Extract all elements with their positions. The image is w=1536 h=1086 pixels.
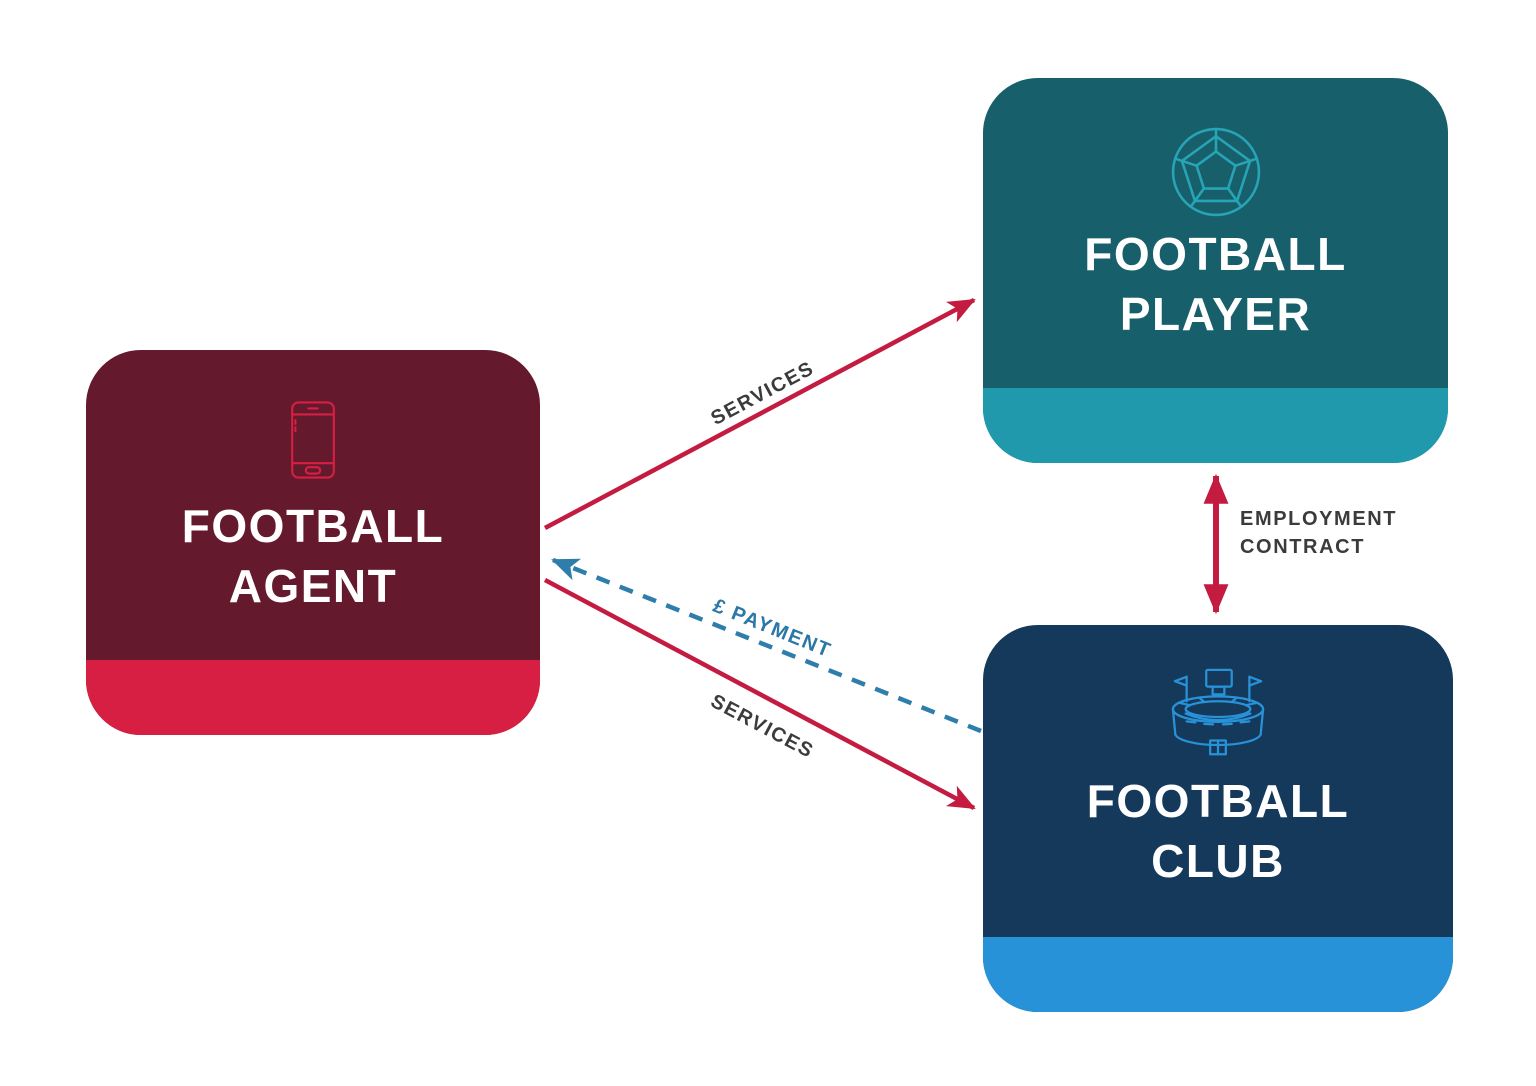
- football-ball-icon: [1171, 127, 1260, 217]
- smartphone-icon: [291, 401, 335, 479]
- edge-label-services-agent-to-club: SERVICES: [706, 690, 818, 763]
- edge-label-employment-contract: EMPLOYMENT CONTRACT: [1240, 508, 1398, 558]
- node-title-football-club: FOOTBALL CLUB: [1086, 775, 1350, 887]
- stadium-icon: [1171, 668, 1265, 756]
- node-title-football-agent: FOOTBALL AGENT: [181, 500, 445, 612]
- node-football-player: FOOTBALL PLAYER: [983, 78, 1448, 463]
- node-football-club: FOOTBALL CLUB: [983, 625, 1453, 1012]
- node-accent-strip-club: [983, 937, 1453, 1012]
- node-accent-strip-agent: [86, 660, 540, 735]
- payment-arrow-club-to-agent: [551, 557, 982, 734]
- edge-label-services-agent-to-player: SERVICES: [707, 357, 819, 430]
- services-arrow-agent-to-player: [543, 298, 976, 530]
- node-football-agent: FOOTBALL AGENT: [86, 350, 540, 735]
- node-accent-strip-player: [983, 388, 1448, 463]
- edge-label-payment-club-to-agent: £ PAYMENT: [709, 594, 835, 663]
- node-title-football-player: FOOTBALL PLAYER: [1084, 228, 1347, 340]
